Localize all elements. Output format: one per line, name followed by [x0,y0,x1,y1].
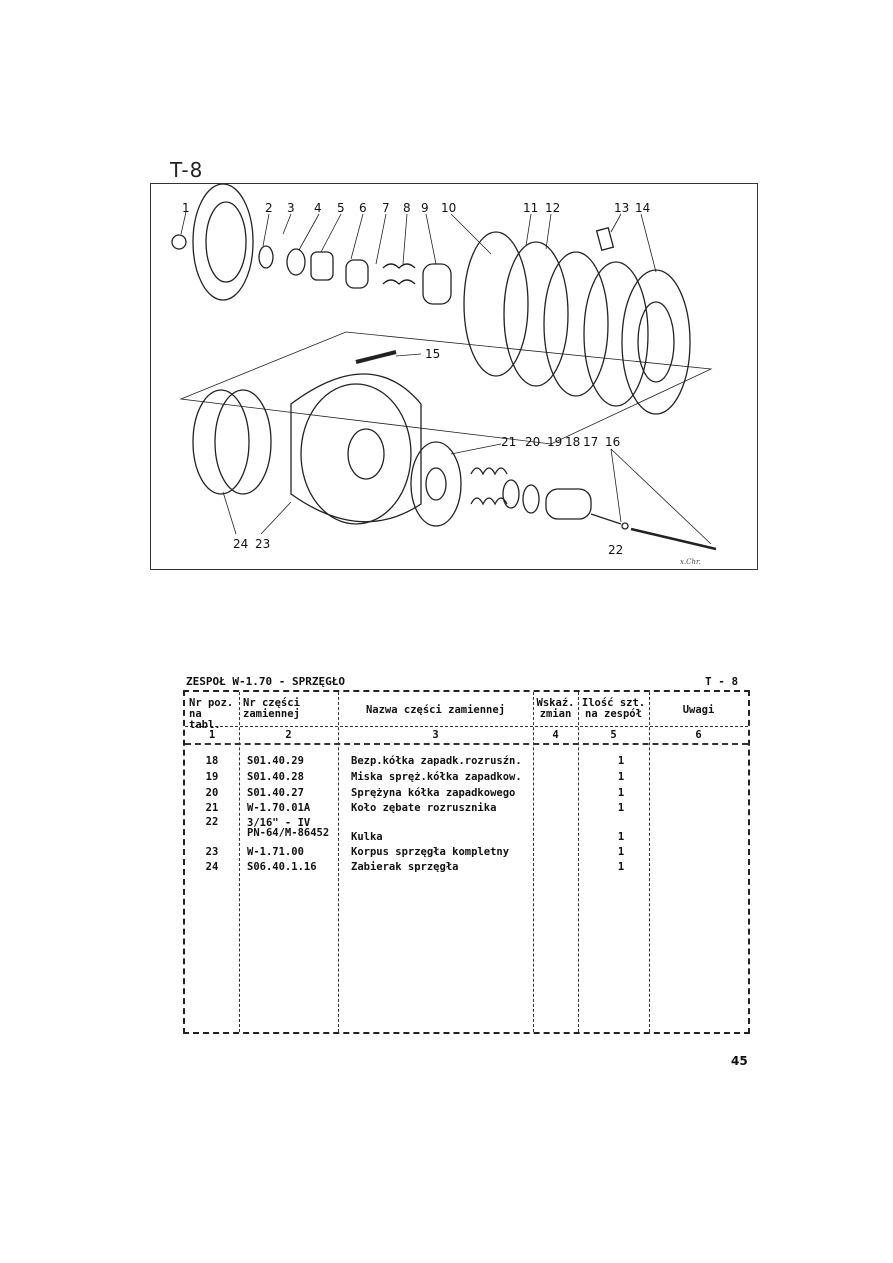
callout-1: 1 [182,201,190,215]
table-code: T - 8 [705,675,739,688]
callout-13: 13 [614,201,629,215]
callout-6: 6 [359,201,367,215]
callout-10: 10 [441,201,456,215]
header-quantity: Ilość szt.na zespół [581,697,646,720]
callout-24: 24 [233,537,248,551]
col-number-6: 6 [695,729,702,741]
callout-11: 11 [523,201,538,215]
clutch-exploded-drawing: 1 2 3 4 5 6 7 8 9 10 11 12 13 14 15 21 2… [171,184,717,557]
callout-3: 3 [287,201,295,215]
callout-4: 4 [314,201,322,215]
callout-23: 23 [255,537,270,551]
draftsman-signature: x.Chr. [680,558,701,566]
figure-title: T-8 [170,158,204,182]
header-part-name: Nazwa części zamiennej [365,704,506,716]
exploded-view-figure: 1 2 3 4 5 6 7 8 9 10 11 12 13 14 15 21 2… [150,183,758,570]
callout-9: 9 [421,201,429,215]
callout-2: 2 [265,201,273,215]
callout-7: 7 [382,201,390,215]
callout-18: 18 [565,435,580,449]
callout-8: 8 [403,201,411,215]
page-number: 45 [731,1054,748,1068]
header-pos: Nr poz.na tabl. [189,697,234,731]
col-number-2: 2 [285,729,292,741]
callout-15: 15 [425,347,440,361]
assembly-title: ZESPOŁ W-1.70 - SPRZĘGŁO [186,675,345,688]
callout-14: 14 [635,201,650,215]
col-number-3: 3 [432,729,439,741]
callout-22: 22 [608,543,623,557]
col-number-4: 4 [552,729,559,741]
callout-12: 12 [545,201,560,215]
col-number-1: 1 [208,729,216,741]
callout-20: 20 [525,435,540,449]
callout-5: 5 [337,201,345,215]
header-remarks: Uwagi [682,704,715,716]
callout-21: 21 [501,435,516,449]
callout-19: 19 [547,435,562,449]
callout-16: 16 [605,435,620,449]
col-number-5: 5 [610,729,617,741]
callout-17: 17 [583,435,598,449]
header-change-index: Wskaź.zmian [536,697,575,720]
